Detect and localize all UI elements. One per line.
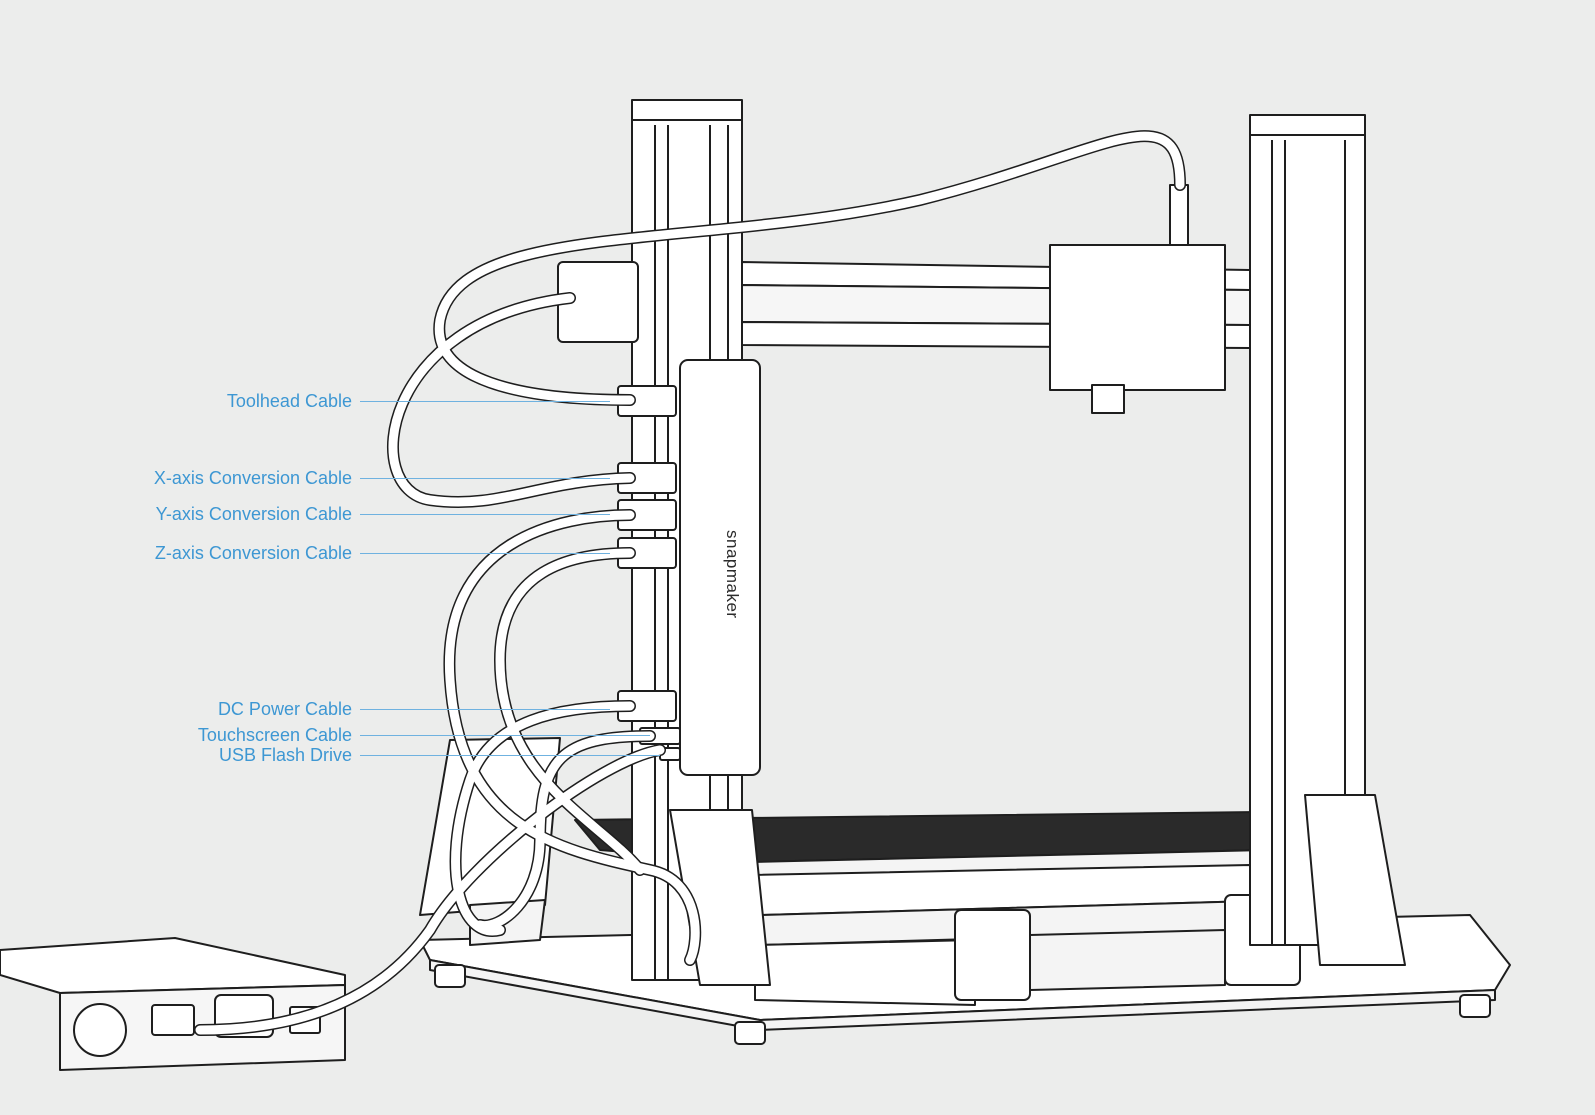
leader-line [360,478,610,479]
leader-line [360,709,610,710]
leader-line [360,514,610,515]
brand-logo: snapmaker [723,530,742,619]
leader-line [360,401,610,402]
callout-x-axis-conversion-cable: X-axis Conversion Cable [153,468,352,488]
controller: snapmaker [679,359,761,776]
callout-y-axis-conversion-cable: Y-axis Conversion Cable [155,504,352,524]
leader-line [360,735,650,736]
callout-dc-power-cable: DC Power Cable [217,699,352,719]
callout-usb-flash-drive: USB Flash Drive [218,745,352,765]
toolhead [1049,184,1226,414]
leader-line [360,553,610,554]
leader-line [360,755,660,756]
power-supply [0,937,346,1071]
callout-touchscreen-cable: Touchscreen Cable [197,725,352,745]
callout-z-axis-conversion-cable: Z-axis Conversion Cable [154,543,352,563]
callout-toolhead-cable: Toolhead Cable [226,391,352,411]
